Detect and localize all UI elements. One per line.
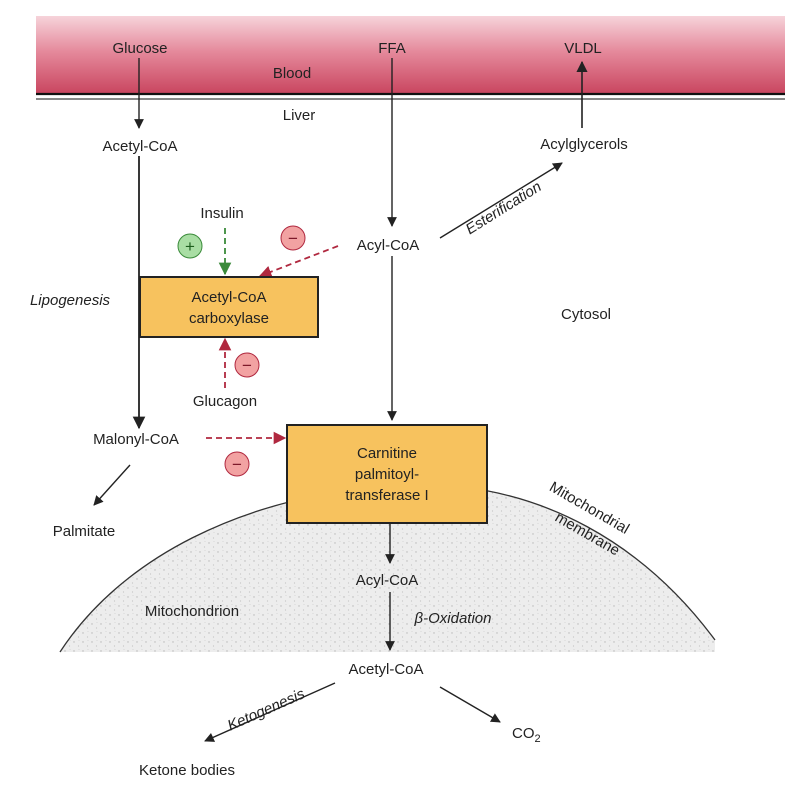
insulin-label: Insulin	[200, 205, 243, 222]
arrow-esterification	[439, 162, 563, 239]
co2-label: CO2	[512, 725, 541, 745]
cpt1-box	[286, 424, 488, 524]
blood-band	[36, 16, 785, 94]
acetyl-coa-carboxylase-box	[139, 276, 319, 338]
malonylcoa-minus-circle	[224, 451, 250, 477]
cytosol-label: Cytosol	[561, 306, 611, 323]
co2-main: CO	[512, 725, 535, 742]
acyl-coa-cytosol-label: Acyl-CoA	[357, 237, 420, 254]
beta-oxidation-label: β-Oxidation	[414, 610, 492, 627]
mitochondrion-label: Mitochondrion	[145, 603, 239, 620]
acylcoa-minus-circle	[280, 225, 306, 251]
arrow-malonylcoa-to-palmitate	[93, 464, 131, 506]
acetyl-coa-top-label: Acetyl-CoA	[102, 138, 177, 155]
esterification-label: Esterification	[463, 178, 545, 238]
acc-label-line2: carboxylase	[189, 310, 269, 327]
cpt-label-line3: transferase I	[345, 487, 428, 504]
ketogenesis-label: Ketogenesis	[225, 685, 308, 734]
minus-sign-acylcoa: −	[288, 229, 298, 248]
ffa-label: FFA	[378, 40, 406, 57]
glucagon-label: Glucagon	[193, 393, 257, 410]
arrow-to-co2	[439, 686, 501, 723]
vldl-label: VLDL	[564, 40, 602, 57]
ketone-bodies-label: Ketone bodies	[139, 762, 235, 779]
minus-sign-malonylcoa: −	[232, 455, 242, 474]
acc-label-line1: Acetyl-CoA	[191, 289, 266, 306]
plus-sign: +	[185, 237, 195, 256]
cpt-label-line2: palmitoyl-	[355, 466, 419, 483]
cpt-label-line1: Carnitine	[357, 445, 417, 462]
palmitate-label: Palmitate	[53, 523, 116, 540]
acetyl-coa-mito-label: Acetyl-CoA	[348, 661, 423, 678]
acyl-coa-mito-label: Acyl-CoA	[356, 572, 419, 589]
arrow-ketogenesis	[204, 682, 336, 742]
mitochondrion-region	[60, 484, 715, 652]
co2-subscript: 2	[535, 733, 541, 745]
lipogenesis-label: Lipogenesis	[30, 292, 111, 309]
acylglycerols-label: Acylglycerols	[540, 136, 628, 153]
insulin-plus-circle	[177, 233, 203, 259]
acylcoa-inhibition-arrow	[258, 245, 339, 278]
minus-sign-glucagon: −	[242, 356, 252, 375]
glucagon-minus-circle	[234, 352, 260, 378]
blood-label: Blood	[273, 65, 311, 82]
malonyl-coa-label: Malonyl-CoA	[93, 431, 179, 448]
liver-label: Liver	[283, 107, 316, 124]
glucose-label: Glucose	[112, 40, 167, 57]
